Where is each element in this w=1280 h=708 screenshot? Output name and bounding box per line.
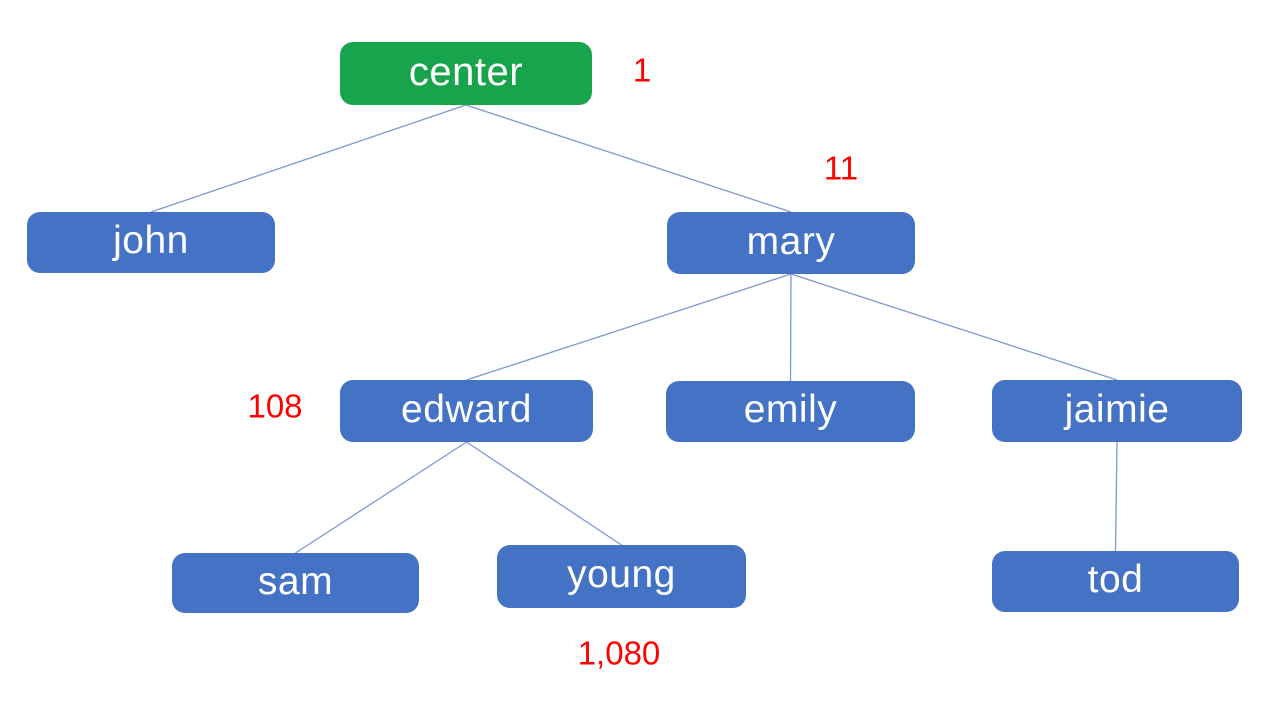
connector-center-john	[150, 104, 467, 213]
connector-edward-young	[466, 441, 622, 546]
connector-mary-emily	[789, 273, 792, 382]
tree-node-jaimie: jaimie	[992, 380, 1242, 442]
tree-node-sam: sam	[172, 553, 419, 613]
connector-center-mary	[465, 104, 792, 213]
tree-node-edward: edward	[340, 380, 593, 442]
connector-mary-jaimie	[790, 273, 1118, 381]
tree-node-emily: emily	[666, 381, 915, 442]
tree-node-label-young: young	[567, 553, 676, 596]
tree-node-label-jaimie: jaimie	[1064, 387, 1170, 431]
tree-node-label-john: john	[113, 219, 189, 262]
connector-mary-edward	[466, 273, 792, 381]
count-annotation-mary: 11	[823, 149, 859, 187]
tree-node-label-tod: tod	[1087, 558, 1144, 601]
tree-node-tod: tod	[992, 551, 1239, 612]
tree-node-young: young	[497, 545, 746, 608]
count-annotation-young: 1,080	[577, 634, 661, 672]
tree-node-label-sam: sam	[257, 559, 334, 603]
count-annotation-center: 1	[632, 51, 652, 89]
tree-node-label-center: center	[408, 49, 524, 94]
count-annotation-edward: 108	[247, 387, 303, 425]
connector-jaimie-tod	[1114, 441, 1118, 552]
tree-node-label-emily: emily	[743, 388, 838, 431]
tree-node-label-edward: edward	[401, 387, 532, 431]
connector-edward-sam	[295, 441, 467, 554]
tree-node-john: john	[27, 212, 275, 273]
tree-node-mary: mary	[667, 212, 915, 274]
tree-node-label-mary: mary	[746, 219, 836, 263]
tree-node-center: center	[340, 42, 592, 105]
